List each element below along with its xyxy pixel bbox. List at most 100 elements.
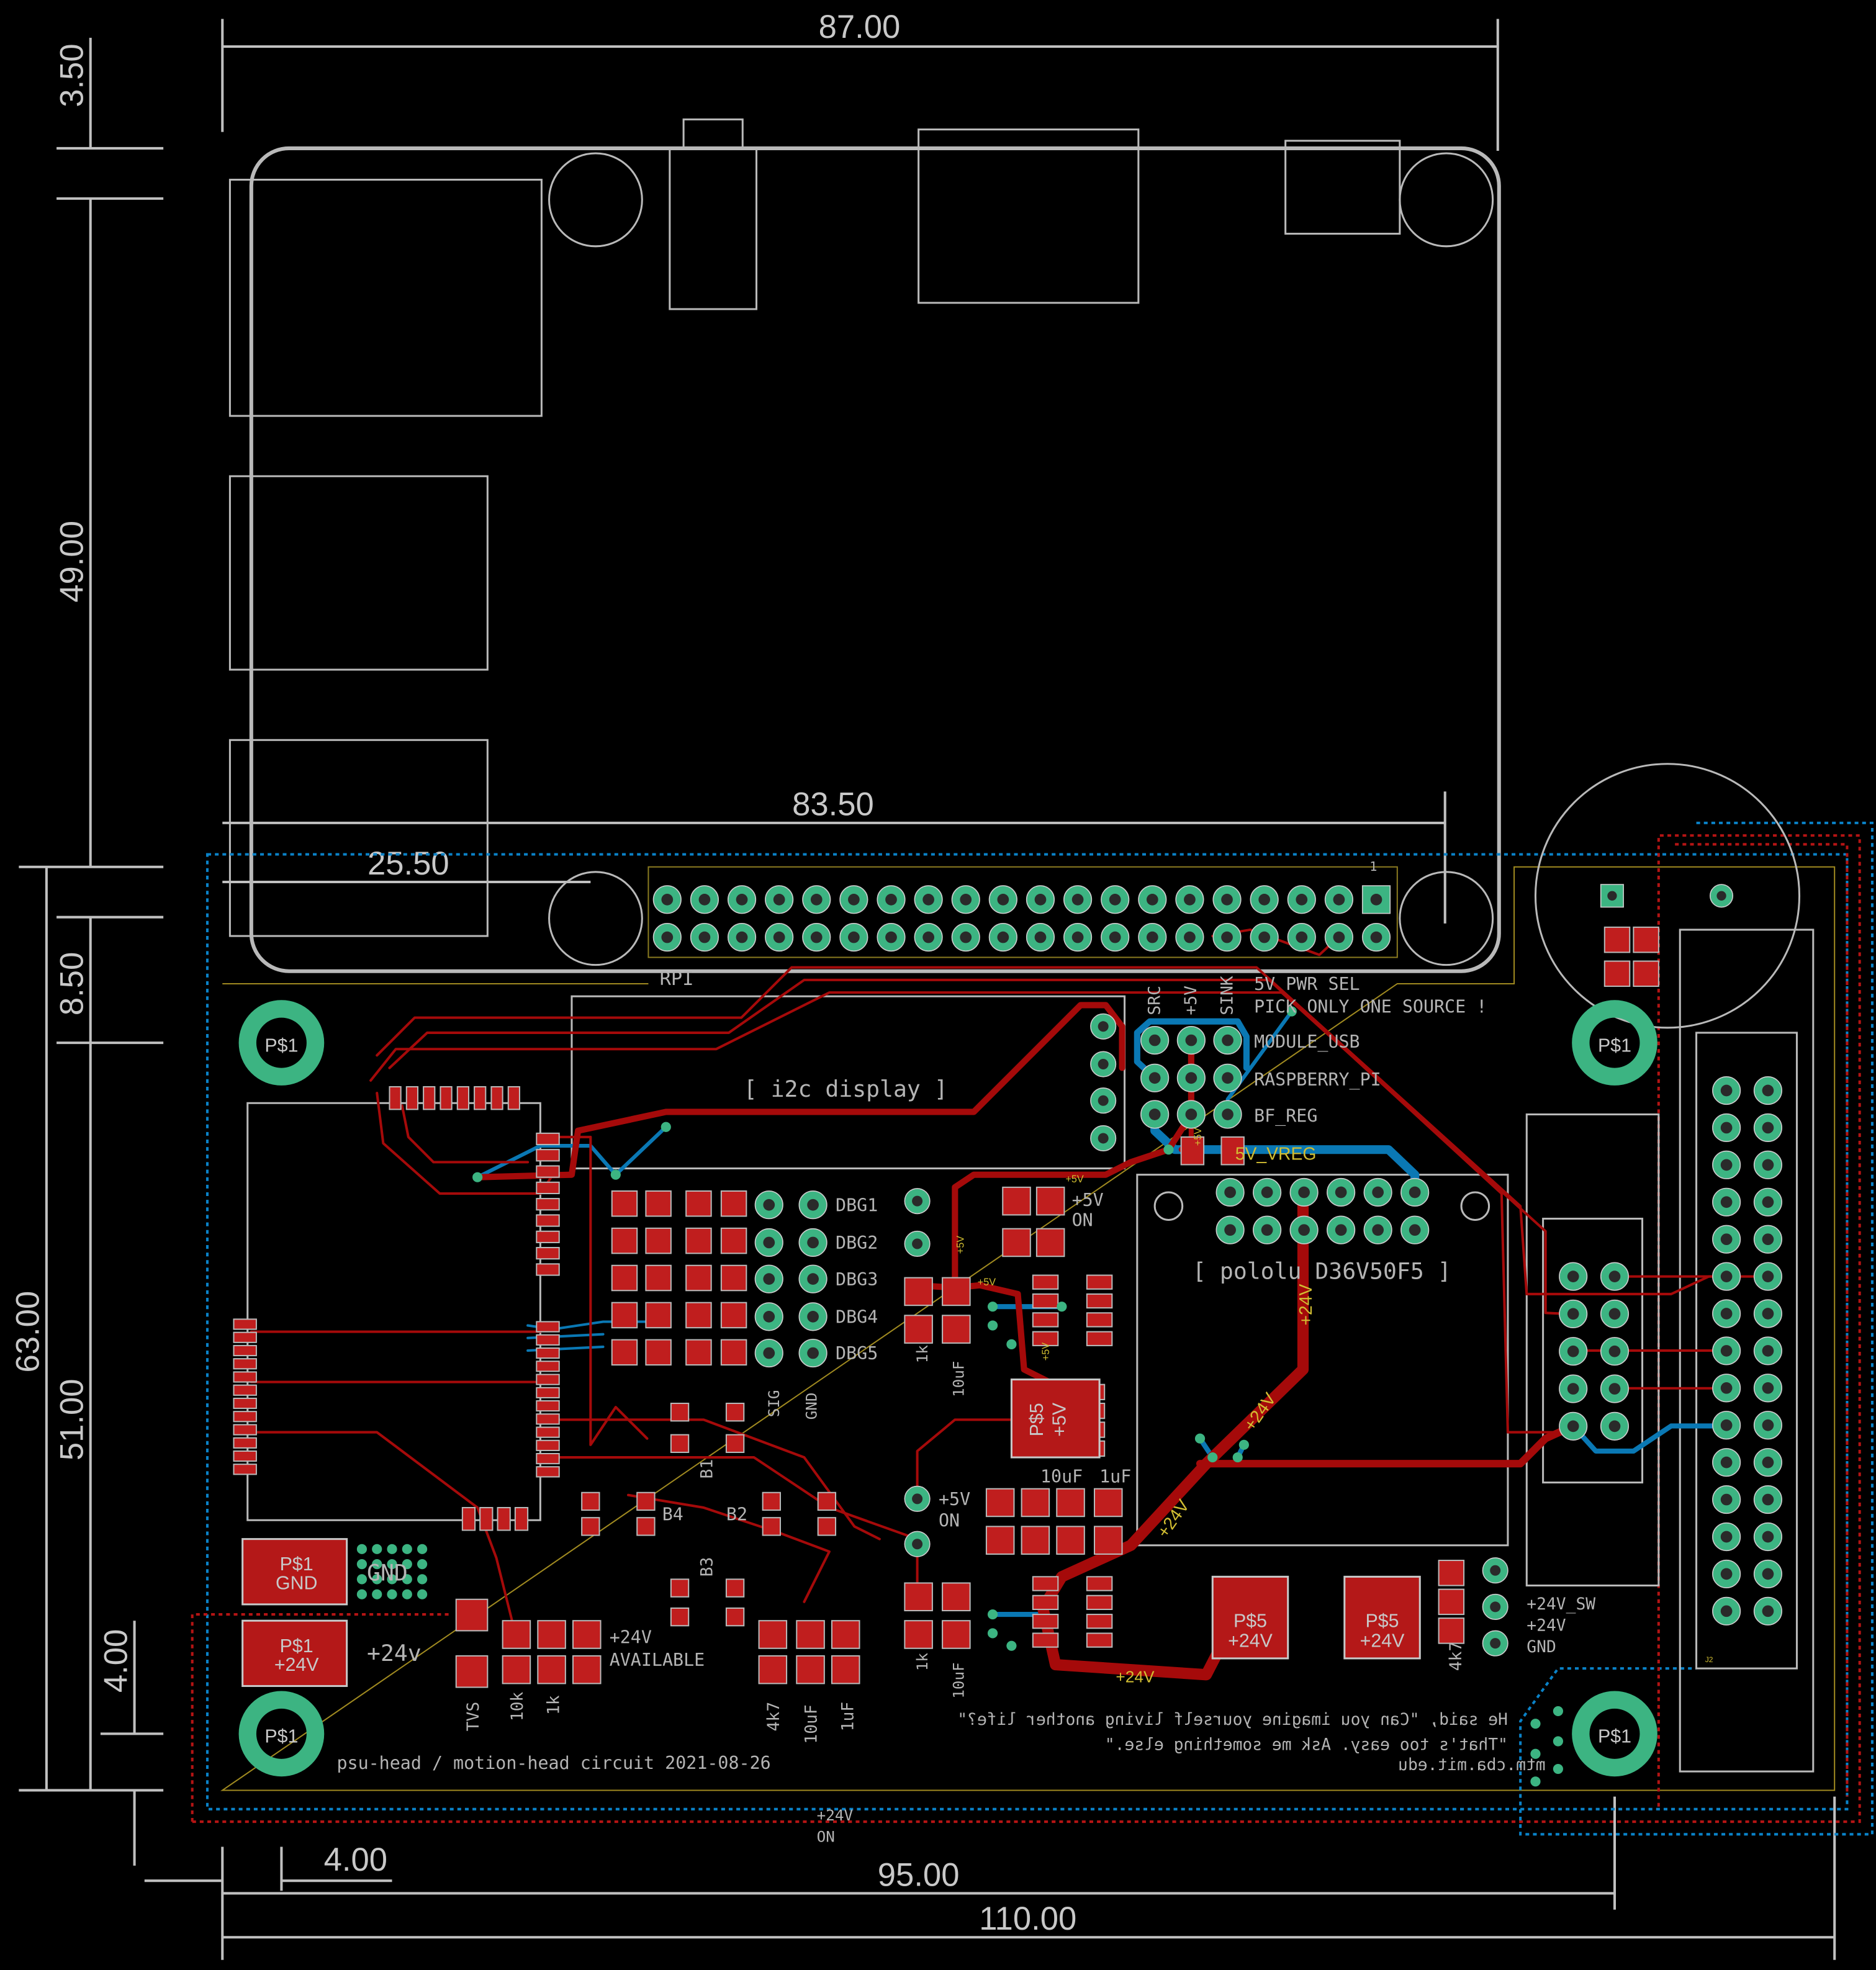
j2-pin[interactable] <box>1712 1113 1741 1143</box>
rpi-header-pin[interactable] <box>765 923 794 952</box>
j2-pin[interactable] <box>1712 1262 1741 1291</box>
mcu-pin-pad[interactable] <box>536 1214 560 1227</box>
led-5v-on-pad[interactable] <box>1002 1186 1031 1216</box>
mcu-pin-pad[interactable] <box>536 1426 560 1438</box>
display-connector-pad[interactable] <box>233 1411 257 1423</box>
j2-pin[interactable] <box>1712 1596 1741 1626</box>
mid-header-pin[interactable] <box>1600 1337 1630 1366</box>
rpi-header-pin[interactable] <box>1026 885 1055 914</box>
regulator-pad-5v[interactable]: P$5 +5V <box>1010 1379 1101 1459</box>
j2-pin[interactable] <box>1712 1225 1741 1254</box>
mcu-bottom-pin-pad[interactable] <box>497 1507 511 1531</box>
j2-pin[interactable] <box>1712 1448 1741 1477</box>
pololu-pin[interactable] <box>1253 1177 1282 1207</box>
pololu-pin[interactable] <box>1289 1177 1319 1207</box>
button-pad[interactable] <box>817 1491 837 1511</box>
rpi-header-pin[interactable] <box>652 885 682 914</box>
rpi-header-pin[interactable] <box>914 923 943 952</box>
rpi-header-pin[interactable] <box>1324 885 1353 914</box>
pololu-pin[interactable] <box>1363 1215 1392 1244</box>
ic-pin-pad[interactable] <box>1086 1632 1113 1648</box>
cap-pad[interactable] <box>1093 1526 1123 1555</box>
button-pad[interactable] <box>670 1607 690 1627</box>
mid-header-pin[interactable] <box>1559 1337 1588 1366</box>
ic-pin-pad[interactable] <box>1086 1594 1113 1610</box>
rpi-header-pin[interactable] <box>914 885 943 914</box>
rpi-header-pin[interactable] <box>877 885 906 914</box>
j2-pin[interactable] <box>1753 1225 1783 1254</box>
j2-pin[interactable] <box>1753 1336 1783 1365</box>
button-pad[interactable] <box>762 1491 781 1511</box>
passive-pad[interactable] <box>1438 1560 1465 1586</box>
pololu-pin[interactable] <box>1289 1215 1319 1244</box>
selector-jumper-pin[interactable] <box>1176 1063 1206 1092</box>
power-passive-pad[interactable] <box>502 1620 531 1649</box>
cap-pad[interactable] <box>985 1488 1015 1518</box>
passive-pad[interactable] <box>1633 960 1659 987</box>
mcu-pin-pad[interactable] <box>536 1321 560 1333</box>
mcu-top-pin-pad[interactable] <box>389 1086 402 1110</box>
led-resistor-cap-pad[interactable] <box>942 1277 971 1307</box>
test-pad[interactable] <box>1482 1593 1508 1620</box>
rpi-header-pin[interactable] <box>802 885 831 914</box>
ic-pin-pad[interactable] <box>1032 1274 1059 1290</box>
mid-header-pin[interactable] <box>1600 1411 1630 1441</box>
debug-sig-pad[interactable] <box>754 1190 783 1220</box>
rpi-header-pin[interactable] <box>988 885 1017 914</box>
rpi-header-pin[interactable] <box>1361 923 1391 952</box>
selector-jumper-pin[interactable] <box>1140 1025 1170 1055</box>
led-resistor-cap-pad[interactable] <box>904 1315 933 1344</box>
debug-led-resistor-pad[interactable] <box>720 1190 747 1217</box>
debug-sig-pad[interactable] <box>754 1302 783 1331</box>
led-resistor-cap-pad[interactable] <box>942 1582 971 1612</box>
selector-jumper-pin[interactable] <box>1176 1025 1206 1055</box>
ic-pin-pad[interactable] <box>1032 1632 1059 1648</box>
regulator-pad-24v-a[interactable]: P$5 +24V <box>1211 1575 1289 1660</box>
display-connector-pad[interactable] <box>233 1318 257 1330</box>
j2-pin[interactable] <box>1753 1374 1783 1403</box>
rpi-header-pin[interactable] <box>690 885 719 914</box>
mcu-pin-pad[interactable] <box>536 1400 560 1412</box>
power-passive-pad[interactable] <box>831 1655 860 1684</box>
ic-pin-pad[interactable] <box>1086 1331 1113 1346</box>
j2-pin[interactable] <box>1712 1374 1741 1403</box>
debug-led-resistor-pad[interactable] <box>720 1264 747 1292</box>
mcu-top-pin-pad[interactable] <box>440 1086 453 1110</box>
j2-pin[interactable] <box>1712 1336 1741 1365</box>
button-pad[interactable] <box>670 1403 690 1422</box>
button-pad[interactable] <box>817 1517 837 1536</box>
mount-hole[interactable]: P$1 <box>1572 1000 1657 1086</box>
j2-pin[interactable] <box>1753 1076 1783 1105</box>
mcu-pin-pad[interactable] <box>536 1149 560 1162</box>
button-pad[interactable] <box>636 1517 656 1536</box>
j2-pin[interactable] <box>1712 1485 1741 1514</box>
j2-pin[interactable] <box>1753 1596 1783 1626</box>
j2-pin[interactable] <box>1712 1411 1741 1440</box>
debug-led-resistor-pad[interactable] <box>611 1339 638 1366</box>
rpi-header-pin[interactable] <box>988 923 1017 952</box>
j2-pin[interactable] <box>1753 1448 1783 1477</box>
rpi-header-pin[interactable] <box>1287 885 1316 914</box>
power-passive-pad[interactable] <box>572 1655 602 1684</box>
passive-pad[interactable] <box>1438 1617 1465 1644</box>
cap-pad[interactable] <box>1093 1488 1123 1518</box>
led-resistor-cap-pad[interactable] <box>904 1620 933 1649</box>
mcu-bottom-pin-pad[interactable] <box>514 1507 529 1531</box>
ic-pin-pad[interactable] <box>1032 1293 1059 1309</box>
debug-gnd-pad[interactable] <box>798 1338 828 1368</box>
display-connector-pad[interactable] <box>233 1450 257 1462</box>
debug-led-resistor-pad[interactable] <box>611 1227 638 1254</box>
mcu-pin-pad[interactable] <box>536 1132 560 1146</box>
test-pad[interactable] <box>904 1230 931 1257</box>
rpi-header-pin[interactable] <box>802 923 831 952</box>
test-pad[interactable] <box>904 1188 931 1215</box>
power-passive-pad[interactable] <box>831 1620 860 1649</box>
mcu-pin-pad[interactable] <box>536 1181 560 1195</box>
rpi-header-pin[interactable] <box>690 923 719 952</box>
mcu-pin-pad[interactable] <box>536 1198 560 1211</box>
ic-pin-pad[interactable] <box>1032 1594 1059 1610</box>
cap-pad[interactable] <box>985 1526 1015 1555</box>
mcu-top-pin-pad[interactable] <box>423 1086 436 1110</box>
mcu-pin-pad[interactable] <box>536 1466 560 1478</box>
